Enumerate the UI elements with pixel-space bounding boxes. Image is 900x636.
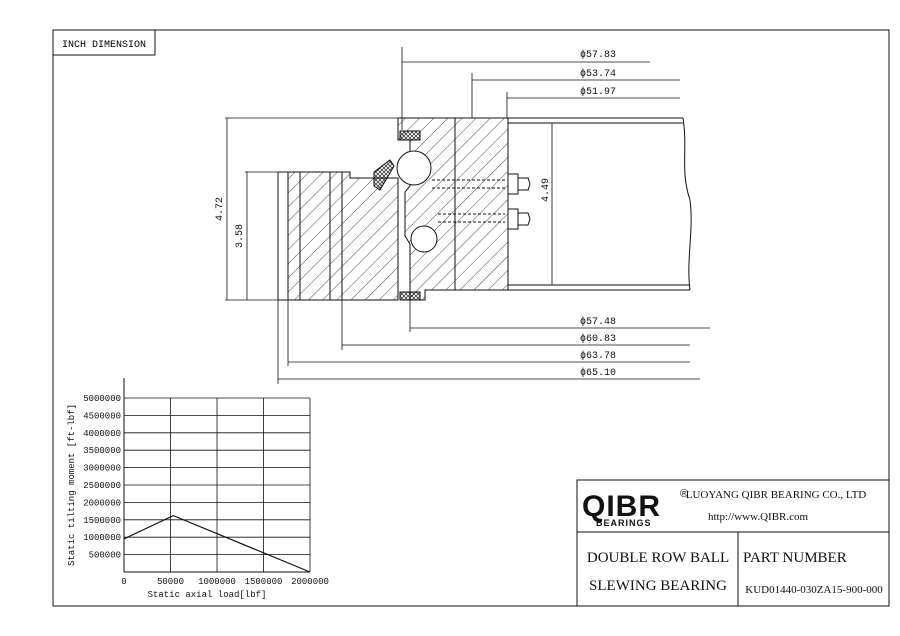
header-box [52, 29, 156, 56]
logo-text: QIBR [582, 490, 661, 523]
x-tick-label: 1500000 [245, 577, 283, 587]
y-tick-label: 4500000 [83, 411, 121, 421]
part-number-value: KUD01440-030ZA15-900-000 [745, 584, 883, 596]
x-tick-label: 50000 [157, 577, 184, 587]
seal-left [373, 159, 395, 191]
bolt-holes [432, 179, 505, 223]
dim-bottom-2: ϕ60.83 [580, 333, 616, 345]
bolt-head-upper [507, 173, 519, 195]
dim-top-1: ϕ57.83 [580, 49, 616, 61]
x-tick-label: 1000000 [198, 577, 236, 587]
load-chart: 5000001000000150000020000002500000300000… [67, 378, 329, 600]
dim-height-outer: 4.72 [215, 197, 226, 221]
company-name: LUOYANG QIBR BEARING CO., LTD [686, 489, 867, 501]
dim-height-right: 4.49 [541, 178, 552, 202]
dim-bottom-4: ϕ65.10 [580, 367, 616, 379]
y-tick-label: 500000 [89, 551, 121, 561]
logo-subtitle: BEARINGS [596, 518, 652, 528]
company-website: http://www.QIBR.com [708, 511, 809, 523]
y-tick-label: 2000000 [83, 498, 121, 508]
ball-lower [410, 225, 438, 253]
y-tick-label: 5000000 [83, 394, 121, 404]
y-tick-label: 2500000 [83, 481, 121, 491]
dimension-lines [225, 47, 710, 384]
registered-mark: ® [680, 488, 688, 500]
bearing-section [277, 117, 692, 301]
dim-top-2: ϕ53.74 [580, 68, 616, 80]
seal-top [399, 130, 421, 141]
y-axis-label: Static tilting moment [ft-lbf] [67, 404, 77, 566]
product-line-2: SLEWING BEARING [589, 578, 727, 594]
bolt-head-lower [507, 208, 519, 230]
dimension-text: ϕ57.83 ϕ53.74 ϕ51.97 ϕ57.48 ϕ60.83 ϕ63.7… [215, 49, 616, 379]
dim-bottom-1: ϕ57.48 [580, 316, 616, 328]
y-tick-label: 1500000 [83, 516, 121, 526]
y-tick-label: 1000000 [83, 533, 121, 543]
x-tick-label: 2000000 [291, 577, 329, 587]
product-line-1: DOUBLE ROW BALL [587, 550, 729, 566]
dim-bottom-3: ϕ63.78 [580, 350, 616, 362]
mounting-ring [454, 117, 509, 291]
inner-ring [397, 117, 456, 301]
load-curve [123, 514, 311, 573]
header-label: INCH DIMENSION [62, 40, 146, 51]
x-tick-label: 0 [121, 577, 126, 587]
logo: QIBR ® BEARINGS [582, 488, 688, 528]
x-axis-label: Static axial load[lbf] [148, 590, 267, 600]
y-tick-label: 3000000 [83, 464, 121, 474]
y-tick-label: 4000000 [83, 429, 121, 439]
outer-ring [287, 171, 399, 301]
title-block [576, 479, 890, 607]
sheet-border [52, 29, 890, 607]
part-number-label: PART NUMBER [743, 550, 847, 566]
break-line [682, 117, 692, 291]
seal-bottom [399, 291, 421, 301]
dim-top-3: ϕ51.97 [580, 86, 616, 98]
ball-upper [396, 150, 432, 186]
y-tick-label: 3500000 [83, 446, 121, 456]
dim-height-inner: 3.58 [235, 224, 246, 248]
